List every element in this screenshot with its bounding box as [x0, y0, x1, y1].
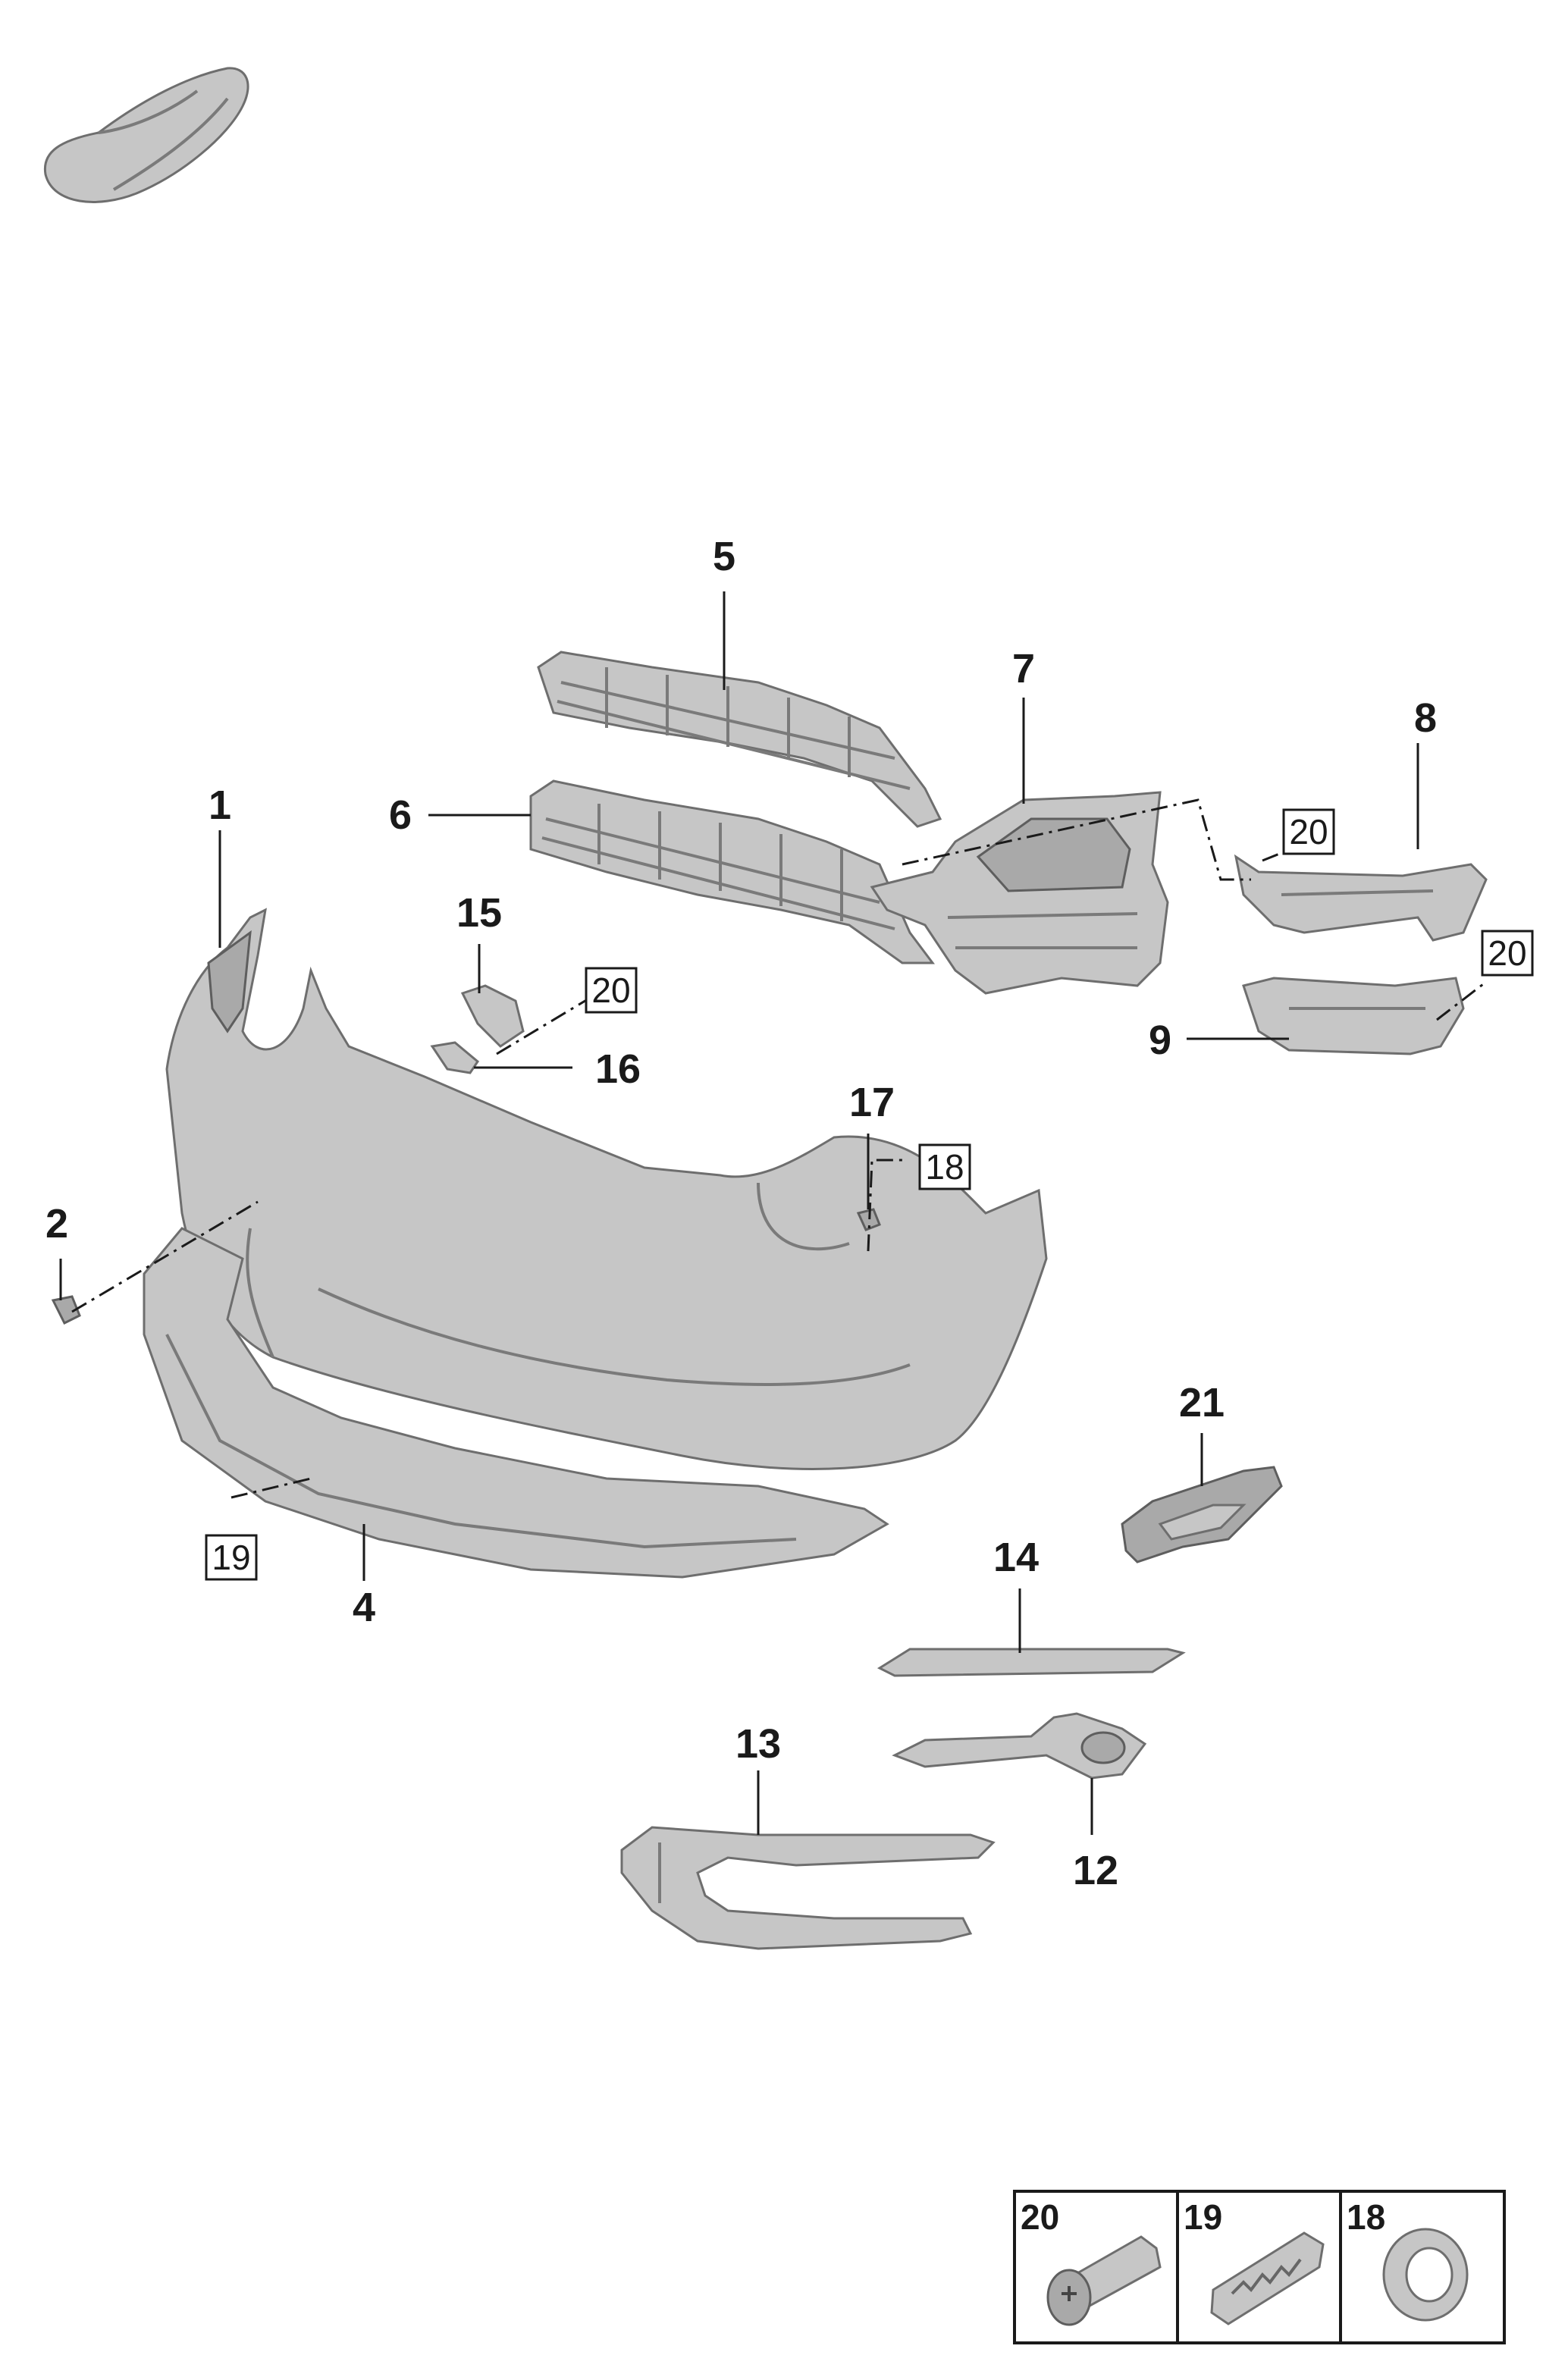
boxed-ref-18: 18 — [918, 1143, 971, 1190]
callout-1: 1 — [209, 782, 231, 828]
legend-box: 20 19 18 — [1013, 2190, 1506, 2344]
boxed-ref-20-right: 20 — [1481, 930, 1534, 977]
callout-14: 14 — [993, 1535, 1039, 1580]
svg-text:20: 20 — [1488, 933, 1526, 973]
part-1-bumper-cover — [165, 908, 1048, 1470]
part-2-cap — [51, 1295, 81, 1325]
car-silhouette-icon — [43, 67, 249, 203]
svg-text:20: 20 — [1289, 812, 1328, 851]
callout-8: 8 — [1414, 695, 1437, 741]
legend-item-18: 18 — [1347, 2197, 1469, 2322]
grommet-ring-icon — [1382, 2228, 1469, 2322]
callout-15: 15 — [456, 890, 502, 936]
svg-text:18: 18 — [925, 1147, 964, 1187]
callout-5: 5 — [713, 534, 735, 579]
part-12-fog-trim — [892, 1712, 1147, 1780]
svg-text:18: 18 — [1347, 2197, 1385, 2237]
part-13-side-intake-trim — [620, 1826, 996, 1950]
part-4-spoiler-lip — [143, 1227, 889, 1579]
callout-17: 17 — [849, 1080, 895, 1125]
svg-text:19: 19 — [212, 1538, 250, 1577]
screw-icon — [1046, 2235, 1162, 2326]
callout-16: 16 — [595, 1046, 641, 1092]
part-9-right-lower-trim — [1242, 977, 1465, 1055]
part-16-mount — [430, 1041, 479, 1074]
clip-strip-icon — [1210, 2231, 1325, 2325]
callout-4: 4 — [353, 1585, 375, 1630]
part-7-center-carrier — [870, 791, 1169, 995]
part-17-plug — [856, 1208, 881, 1231]
leader-lines — [59, 591, 1419, 1835]
svg-text:19: 19 — [1184, 2197, 1222, 2237]
part-6-lower-grille — [529, 779, 935, 964]
svg-text:20: 20 — [1021, 2197, 1059, 2237]
callout-2: 2 — [45, 1201, 68, 1247]
callout-numbers: 5 6 7 8 9 1 2 15 16 17 21 14 12 13 4 — [45, 534, 1437, 1893]
callout-21: 21 — [1179, 1380, 1225, 1425]
callout-9: 9 — [1149, 1018, 1171, 1063]
boxed-ref-20-upper: 20 — [1282, 808, 1335, 855]
callout-13: 13 — [735, 1721, 781, 1767]
dash-dot-lines — [71, 798, 1487, 1499]
part-14-trim-strip — [877, 1648, 1186, 1677]
boxed-ref-19: 19 — [205, 1534, 258, 1581]
callout-6: 6 — [389, 792, 412, 838]
part-15-bracket — [460, 984, 525, 1048]
legend-item-19: 19 — [1184, 2197, 1325, 2325]
boxed-references: 20 20 20 18 19 — [205, 808, 1534, 1581]
part-21-reflector-housing — [1121, 1466, 1283, 1563]
part-5-upper-grille — [537, 651, 942, 828]
part-8-right-trim — [1234, 854, 1488, 942]
boxed-ref-20-left: 20 — [585, 967, 638, 1014]
callout-12: 12 — [1073, 1848, 1118, 1893]
callout-7: 7 — [1012, 646, 1035, 692]
svg-text:20: 20 — [591, 971, 630, 1010]
legend-item-20: 20 — [1021, 2197, 1162, 2326]
